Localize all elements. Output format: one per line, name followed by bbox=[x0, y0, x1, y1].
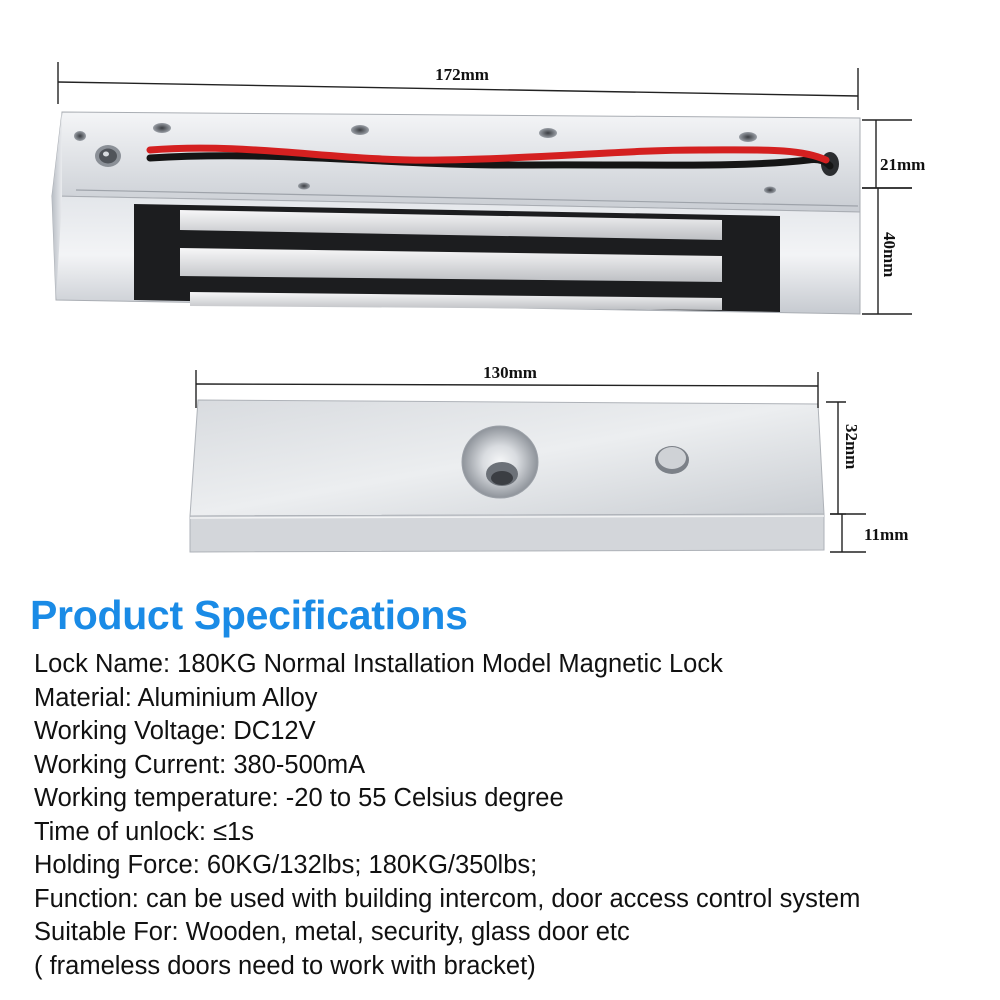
lock-height-label: 40mm bbox=[880, 232, 899, 277]
plate-width-label: 32mm bbox=[842, 424, 861, 469]
lock-length-dimension bbox=[57, 62, 859, 110]
spec-material: Material: Aluminium Alloy bbox=[34, 683, 318, 712]
spec-holding-force: Holding Force: 60KG/132lbs; 180KG/350lbs… bbox=[34, 851, 538, 879]
spec-note: ( frameless doors need to work with brac… bbox=[34, 951, 536, 980]
black-wire bbox=[146, 152, 834, 170]
spec-lock-name: Lock Name: 180KG Normal Installation Mod… bbox=[34, 650, 723, 678]
magnet-face bbox=[134, 204, 780, 312]
mounting-hole bbox=[764, 186, 776, 194]
product-dimension-figure: 172mm 21mm 40mm 130mm bbox=[51, 62, 925, 553]
countersunk-hole bbox=[461, 425, 539, 499]
mounting-hole bbox=[739, 132, 757, 142]
mounting-hole bbox=[539, 128, 557, 138]
mounting-hole bbox=[74, 131, 86, 141]
plate-thickness-label: 11mm bbox=[864, 525, 908, 544]
lock-depth-label: 21mm bbox=[880, 155, 925, 174]
mounting-hole bbox=[298, 182, 310, 190]
red-wire bbox=[146, 144, 830, 164]
mounting-hole bbox=[351, 125, 369, 135]
spec-working-current: Working Current: 380-500mA bbox=[34, 750, 366, 779]
plate-length-label: 130mm bbox=[483, 363, 537, 382]
plate-front-face bbox=[189, 513, 825, 553]
lock-end-face bbox=[52, 112, 62, 300]
plate-thickness-dimension bbox=[830, 513, 866, 553]
magnet-strip bbox=[180, 210, 722, 240]
spec-working-voltage: Working Voltage: DC12V bbox=[34, 717, 316, 745]
specifications-list: Lock Name: 180KG Normal Installation Mod… bbox=[34, 648, 860, 983]
armature-plate bbox=[189, 399, 825, 553]
mounting-hole bbox=[153, 123, 171, 133]
spec-working-temperature: Working temperature: -20 to 55 Celsius d… bbox=[34, 784, 564, 812]
spec-function: Function: can be used with building inte… bbox=[34, 884, 861, 913]
mounting-holes bbox=[74, 123, 776, 194]
lock-depth-dimension bbox=[862, 119, 912, 189]
plate-length-dimension bbox=[195, 370, 819, 408]
magnetic-lock-body bbox=[51, 111, 861, 315]
lock-height-dimension bbox=[862, 187, 912, 315]
lock-length-label: 172mm bbox=[435, 65, 489, 84]
indicator-screw bbox=[95, 145, 121, 167]
magnet-strip bbox=[180, 248, 722, 282]
specifications-title: Product Specifications bbox=[30, 592, 468, 638]
spec-unlock-time: Time of unlock: ≤1s bbox=[34, 817, 254, 846]
magnet-strip bbox=[190, 292, 722, 310]
plate-pin bbox=[655, 446, 689, 474]
spec-suitable-for: Suitable For: Wooden, metal, security, g… bbox=[34, 918, 630, 946]
power-wires bbox=[146, 144, 834, 170]
